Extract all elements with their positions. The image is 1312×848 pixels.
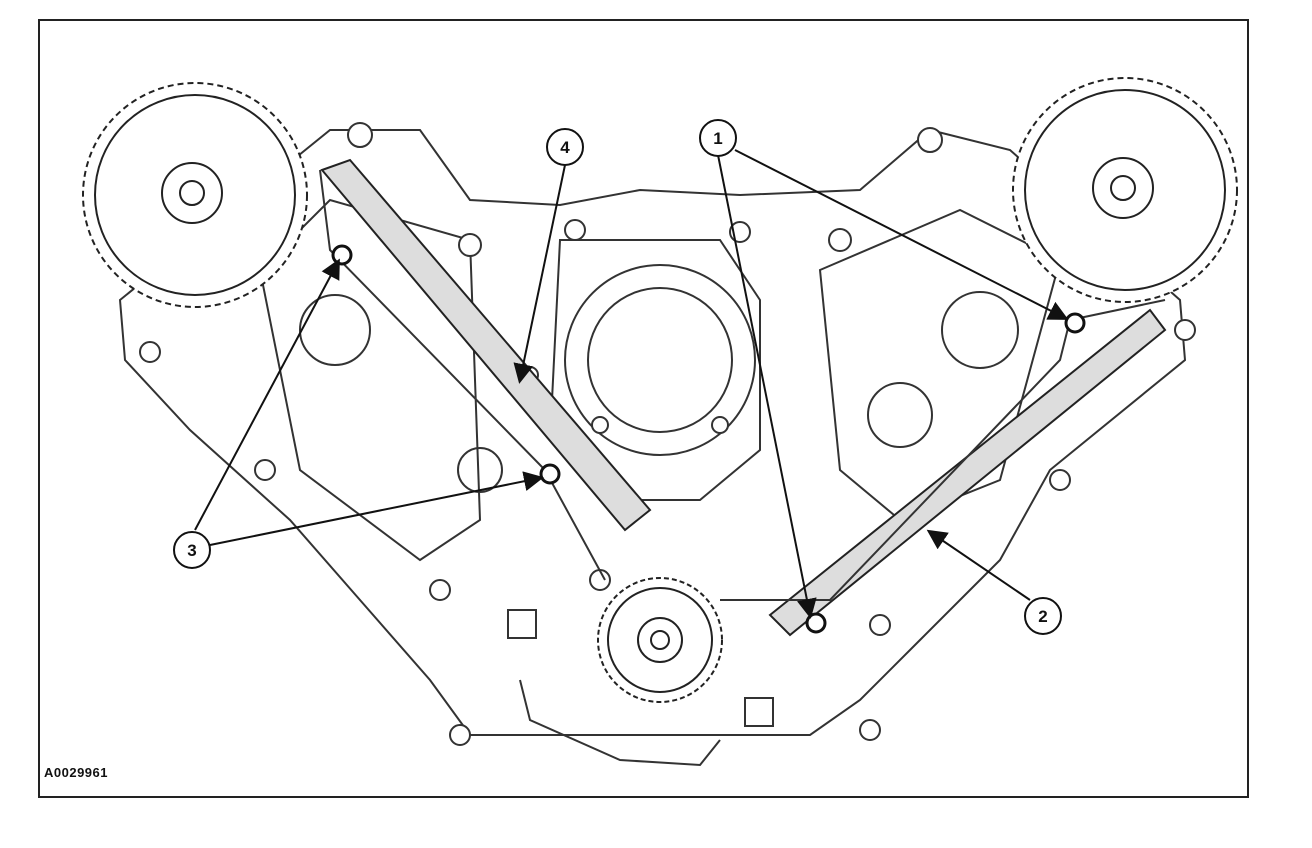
bolt-holes <box>139 122 1196 746</box>
callout-3-label: 3 <box>187 541 196 560</box>
guide-bolts <box>331 244 1086 634</box>
right-cam-sprocket <box>1012 77 1238 303</box>
figure-id-label: A0029961 <box>44 765 108 780</box>
callout-2-label: 2 <box>1038 607 1047 626</box>
side-bores <box>299 291 1019 493</box>
left-chain-guide <box>320 158 652 532</box>
crank-sprocket <box>597 577 723 703</box>
oil-pump-housing <box>507 609 774 767</box>
center-bore <box>564 264 756 456</box>
callout-1-label: 1 <box>713 129 722 148</box>
callout-4: 4 <box>546 128 584 166</box>
callout-1: 1 <box>699 119 737 157</box>
callout-2: 2 <box>1024 597 1062 635</box>
right-chain-guide <box>768 308 1167 637</box>
callout-4-label: 4 <box>560 138 570 157</box>
callout-3: 3 <box>173 531 211 569</box>
callout-leaders <box>194 149 1069 619</box>
timing-chains <box>319 169 1166 601</box>
engine-block <box>118 128 1187 736</box>
left-cam-sprocket <box>82 82 308 308</box>
